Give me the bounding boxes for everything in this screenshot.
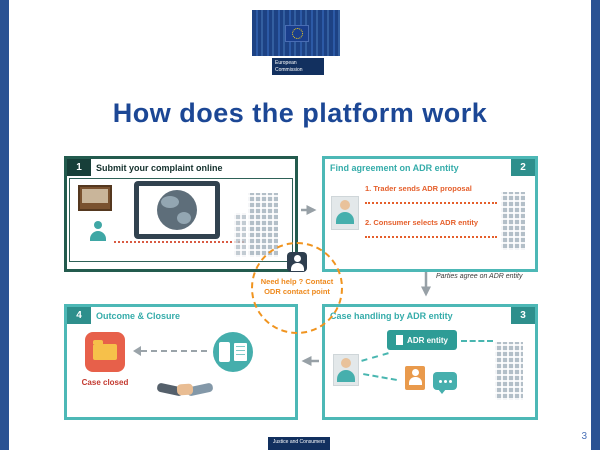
outcome-tools-icon [213, 332, 253, 372]
chat-dot [448, 379, 452, 383]
globe-land [177, 212, 191, 224]
help-contact-text: Need help ? Contact ODR contact point [260, 277, 334, 296]
step4-header: 4 Outcome & Closure [67, 307, 295, 324]
adr-entity-badge: ADR entity [387, 330, 457, 350]
folder-glyph [93, 340, 117, 360]
case-closed-caption: Case closed [81, 378, 129, 387]
step2-substep2: 2. Consumer selects ADR entity [365, 218, 479, 227]
phone-icon [219, 342, 230, 362]
step3-illustration: ADR entity [325, 324, 535, 409]
case-folder-icon [85, 332, 125, 372]
building-icon [501, 192, 525, 250]
dashed-arrow-head [133, 346, 141, 356]
dashed-outcome-arrow [141, 350, 207, 352]
eu-stars-icon [291, 28, 303, 39]
folder-tab [93, 340, 103, 344]
desk-photo-icon [78, 185, 112, 211]
consumer-avatar-icon [333, 354, 359, 386]
avatar-body [336, 212, 354, 224]
chat-dot [438, 379, 442, 383]
handshake-hands [176, 383, 194, 396]
chat-tail [438, 389, 446, 394]
step2-illustration: 1. Trader sends ADR proposal 2. Consumer… [325, 176, 535, 261]
globe-icon [157, 190, 197, 230]
parties-agree-annotation: Parties agree on ADR entity [436, 273, 523, 280]
slide-title: How does the platform work [112, 98, 488, 128]
page-number: 3 [581, 431, 587, 442]
dotted-select-line [365, 236, 497, 238]
consumer-avatar-icon [331, 196, 359, 230]
building-icon [234, 213, 246, 257]
step3-header: Case handling by ADR entity 3 [325, 307, 535, 324]
consumer-body [90, 231, 106, 241]
eu-flag-icon [285, 25, 309, 42]
right-edge-bar [591, 0, 600, 450]
step1-box: 1 Submit your complaint online [64, 156, 298, 272]
ec-logo-graphic [252, 10, 340, 56]
step1-number-badge: 1 [67, 159, 91, 176]
step1-title: Submit your complaint online [96, 162, 223, 173]
ec-logo-label: European Commission [272, 58, 324, 75]
left-edge-bar [0, 0, 9, 450]
ec-logo: European Commission [252, 10, 340, 76]
dotted-flow-line [114, 241, 244, 243]
handshake-icon [155, 376, 215, 402]
globe-land [161, 196, 179, 208]
step2-title: Find agreement on ADR entity [330, 162, 459, 173]
dotted-proposal-line [365, 202, 497, 204]
step4-box: 4 Outcome & Closure Case closed [64, 304, 298, 420]
help-person-head [293, 255, 301, 262]
building-icon [248, 193, 278, 257]
monitor-screen [139, 186, 215, 234]
step4-number-badge: 4 [67, 307, 91, 324]
step1-illustration [69, 178, 293, 262]
building-icon [495, 342, 523, 400]
mediator-head [411, 369, 419, 376]
monitor-icon [134, 181, 220, 239]
help-contact-circle: Need help ? Contact ODR contact point [251, 242, 343, 334]
dashed-link-line [363, 373, 397, 381]
avatar-head [341, 358, 351, 368]
step3-box: Case handling by ADR entity 3 ADR entity [322, 304, 538, 420]
adr-entity-label: ADR entity [407, 335, 448, 345]
building-mini-icon [396, 335, 404, 345]
chat-dot [443, 379, 447, 383]
footer-department-label: Justice and Consumers [268, 437, 330, 450]
checklist-icon [234, 343, 247, 361]
help-person-icon [287, 252, 307, 272]
step1-header: 1 Submit your complaint online [67, 159, 295, 176]
step2-substep1: 1. Trader sends ADR proposal [365, 184, 472, 193]
dashed-link-line [461, 340, 493, 342]
step2-box: Find agreement on ADR entity 2 1. Trader… [322, 156, 538, 272]
avatar-body [337, 370, 355, 382]
step2-number-badge: 2 [511, 159, 535, 176]
step4-title: Outcome & Closure [96, 310, 181, 321]
step4-illustration: Case closed [67, 324, 295, 409]
consumer-icon [88, 221, 108, 241]
mediator-icon [405, 366, 425, 390]
chat-bubble-icon [433, 372, 457, 394]
avatar-head [340, 200, 350, 210]
mediator-body [408, 377, 422, 385]
step2-header: Find agreement on ADR entity 2 [325, 159, 535, 176]
step3-title: Case handling by ADR entity [330, 310, 453, 321]
consumer-head [94, 221, 102, 229]
step3-number-badge: 3 [511, 307, 535, 324]
desk-photo-inner [82, 189, 108, 203]
dashed-link-line [361, 352, 389, 362]
help-person-body [290, 263, 304, 271]
